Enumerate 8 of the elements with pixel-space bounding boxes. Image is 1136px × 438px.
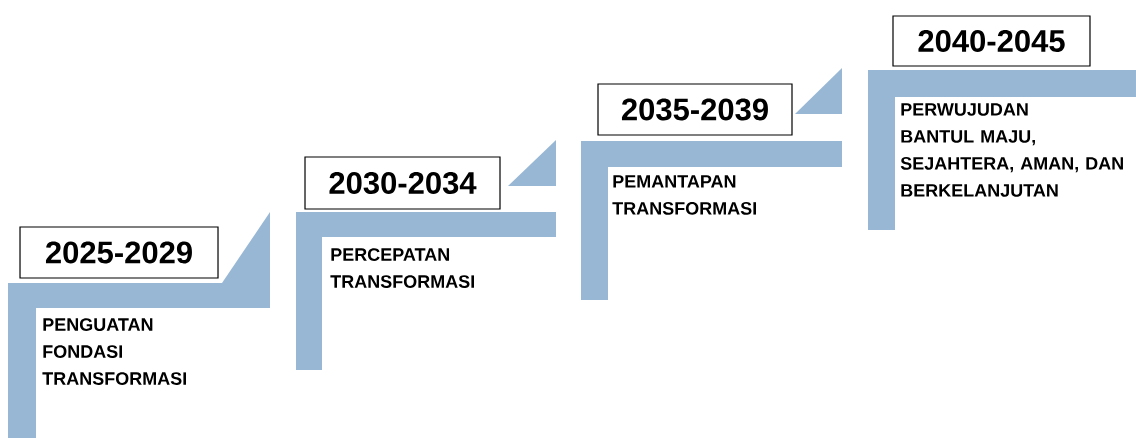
step-band: PERCEPATAN TRANSFORMASI	[296, 212, 556, 370]
step-band: PEMANTAPAN TRANSFORMASI	[581, 141, 842, 300]
year-box: 2030-2034	[304, 156, 501, 210]
step-band: PERWUJUDAN BANTUL MAJU, SEJAHTERA, AMAN, DAN BERKELANJUTAN	[868, 70, 1136, 230]
year-box: 2025-2029	[19, 226, 219, 279]
step-band: PENGUATAN FONDASI TRANSFORMASI	[8, 283, 270, 438]
year-box: 2035-2039	[597, 83, 793, 136]
year-box: 2040-2045	[892, 15, 1091, 67]
